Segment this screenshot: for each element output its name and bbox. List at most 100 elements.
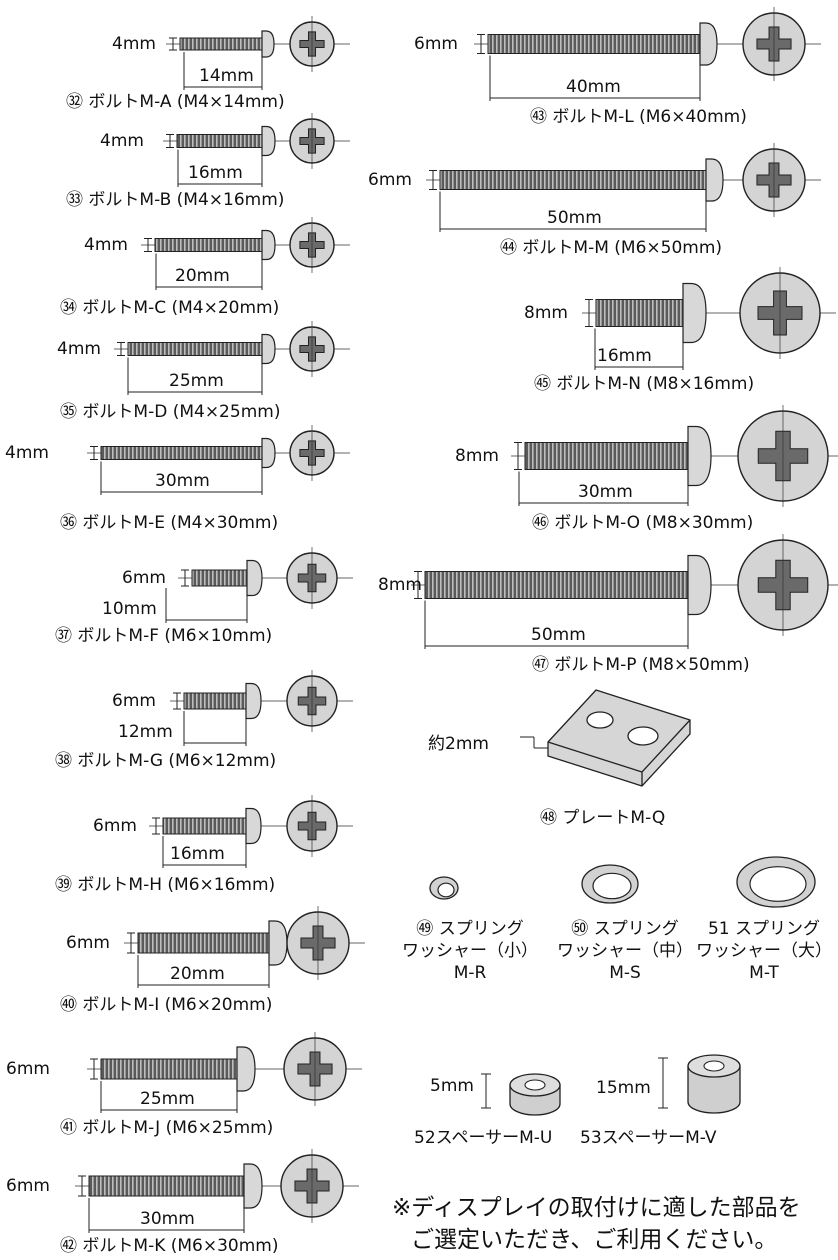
bolt-mc-shank (154, 238, 263, 252)
bolt-md-number: ㉟ (60, 402, 83, 422)
bolt-mg-length-label: 12mm (118, 722, 173, 742)
bolt-mn-diameter-label: 8mm (524, 303, 568, 323)
bolt-me-diameter-bracket (90, 446, 98, 460)
bolt-mh-diameter-bracket (152, 817, 160, 835)
bolt-mh-name: ボルトM-H (M6×16mm) (77, 875, 276, 895)
bolt-ml-number: ㊸ (530, 107, 553, 127)
bolt-mk-caption: ㊷ ボルトM-K (M6×30mm) (60, 1236, 279, 1257)
bolt-mf-diameter-label: 6mm (122, 568, 166, 588)
bolt-me-diameter-label: 4mm (5, 443, 49, 463)
bolt-mo-number: ㊻ (532, 513, 555, 533)
bolt-mb-length-dimension (177, 149, 263, 187)
bolt-mh-length-label: 16mm (170, 844, 225, 864)
bolt-md-drawing (114, 321, 350, 395)
washer-large-line2: ワッシャー（大） (696, 941, 832, 961)
bolt-mn-shank (595, 299, 684, 327)
bolt-ml-length-label: 40mm (566, 77, 621, 97)
bolt-mi-drawing (124, 906, 365, 988)
bolt-mg-caption: ㊳ ボルトM-G (M6×12mm) (55, 751, 276, 772)
plate-thickness-leader (520, 736, 548, 749)
bolt-mh-length-dimension (162, 836, 247, 868)
bolt-mc-diameter-bracket (144, 238, 152, 252)
washer-small-number: ㊾ (416, 919, 434, 939)
bolt-mm-diameter-label: 6mm (368, 170, 412, 190)
bolt-mk-head (243, 1163, 263, 1209)
bolt-mo-caption: ㊻ ボルトM-O (M8×30mm) (532, 513, 753, 534)
washer-medium-line1: スプリング (593, 919, 679, 939)
bolt-mg-number: ㊳ (55, 751, 78, 771)
bolt-me-head (261, 437, 276, 469)
bolt-mm-number: ㊹ (500, 238, 523, 258)
bolt-mm-name: ボルトM-M (M6×50mm) (522, 238, 723, 258)
bolt-mm-shank (439, 170, 707, 190)
bolt-mp-drawing (411, 534, 838, 649)
bolt-mk-number: ㊷ (60, 1236, 83, 1256)
washer-large-caption: 51 スプリング ワッシャー（大） M-T (694, 918, 834, 984)
bolt-mi-head (268, 920, 288, 966)
bolt-mc-length-dimension (155, 253, 263, 290)
bolt-mb-length-label: 16mm (188, 163, 243, 183)
spacer-v-drawing (658, 1054, 741, 1114)
bolt-mc-drawing (141, 217, 350, 290)
bolt-mj-drawing (87, 1032, 362, 1113)
bolt-mg-head (245, 682, 262, 720)
bolt-ml-diameter-label: 6mm (414, 34, 458, 54)
bolt-mk-length-label: 30mm (140, 1209, 195, 1229)
bolt-mg-diameter-bracket (173, 692, 181, 710)
spacer-v-height-bracket (658, 1057, 668, 1109)
bolt-mj-diameter-label: 6mm (6, 1059, 50, 1079)
bolt-me-number: ㊱ (60, 513, 83, 533)
bolt-ml-shank (487, 34, 701, 54)
bolt-mj-shank (100, 1058, 238, 1080)
bolt-mj-head (236, 1046, 256, 1092)
bolt-md-shank (127, 342, 263, 356)
bolt-me-name: ボルトM-E (M4×30mm) (82, 513, 279, 533)
bolt-mg-drawing (170, 670, 353, 746)
bolt-ma-diameter-label: 4mm (112, 34, 156, 54)
bolt-ml-length-dimension (489, 55, 701, 101)
selection-note-line1: ※ディスプレイの取付けに適した部品を (392, 1195, 801, 1221)
spring-washer-hole (592, 872, 632, 900)
bolt-mj-name: ボルトM-J (M6×25mm) (82, 1118, 274, 1138)
bolt-mm-head (705, 158, 724, 202)
spacer-u-name: スペーサーM-U (435, 1128, 553, 1148)
spacer-u-drawing (481, 1073, 561, 1116)
bolt-mn-caption: ㊺ ボルトM-N (M8×16mm) (534, 374, 754, 395)
bolt-mj-number: ㊶ (60, 1118, 83, 1138)
bolt-mc-diameter-label: 4mm (84, 235, 128, 255)
washer-small-line1: スプリング (438, 919, 524, 939)
bolt-mh-number: ㊴ (55, 875, 78, 895)
bolt-mg-name: ボルトM-G (M6×12mm) (77, 751, 277, 771)
bolt-mm-caption: ㊹ ボルトM-M (M6×50mm) (500, 238, 722, 259)
bolt-ma-shank (179, 37, 263, 51)
bolt-mj-length-label: 25mm (140, 1089, 195, 1109)
bolt-mg-diameter-label: 6mm (112, 691, 156, 711)
spring-washer-small (429, 876, 459, 900)
bolt-mm-length-dimension (439, 191, 707, 232)
bolt-mj-diameter-bracket (90, 1058, 98, 1080)
bolt-mj-caption: ㊶ ボルトM-J (M6×25mm) (60, 1118, 273, 1139)
bolt-me-length-dimension (100, 461, 263, 495)
bolt-mi-caption: ㊵ ボルトM-I (M6×20mm) (60, 995, 272, 1016)
bolt-mi-number: ㊵ (60, 995, 83, 1015)
bolt-mn-name: ボルトM-N (M8×16mm) (556, 374, 755, 394)
bolt-ma-drawing (166, 16, 350, 90)
bolt-ma-number: ㉜ (66, 92, 89, 112)
spacer-u-number: 52 (414, 1128, 436, 1148)
bolt-mf-length-label: 10mm (102, 599, 157, 619)
bolt-ma-head (261, 30, 275, 58)
washer-small-line2: ワッシャー（小） (402, 941, 538, 961)
bolt-mp-diameter-label: 8mm (378, 575, 422, 595)
bolt-mh-caption: ㊴ ボルトM-H (M6×16mm) (55, 875, 275, 896)
spring-washer-hole (749, 866, 807, 902)
bolt-mm-diameter-bracket (429, 170, 437, 190)
bolt-mf-drawing (165, 547, 353, 623)
bolt-mi-shank (137, 932, 270, 954)
washer-small-line3: M-R (453, 963, 487, 983)
spacer-v-height-label: 15mm (596, 1078, 651, 1098)
bolt-mk-drawing (75, 1149, 359, 1233)
bolt-mm-length-label: 50mm (547, 208, 602, 228)
bolt-mf-name: ボルトM-F (M6×10mm) (77, 626, 273, 646)
bolt-ml-caption: ㊸ ボルトM-L (M6×40mm) (530, 107, 747, 128)
